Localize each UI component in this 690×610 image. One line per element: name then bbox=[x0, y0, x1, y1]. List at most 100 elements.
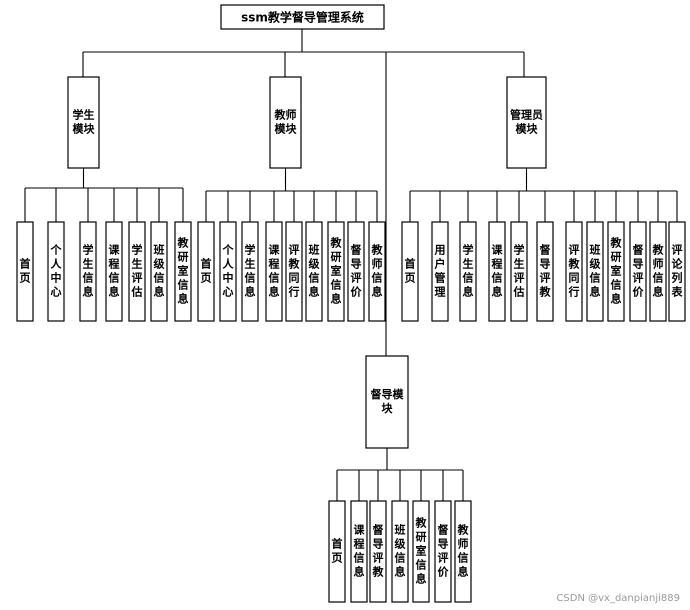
child-label-char: 个 bbox=[50, 243, 63, 257]
child-node: 首页 bbox=[401, 221, 419, 322]
child-label-char: 价 bbox=[633, 286, 645, 299]
child-label-char: 教 bbox=[457, 523, 470, 537]
child-label-char: 程 bbox=[354, 537, 365, 551]
system-title: ssm教学督导管理系统 bbox=[241, 10, 364, 25]
child-label-char: 息 bbox=[463, 285, 474, 299]
child-label-char: 导 bbox=[540, 258, 551, 271]
child-label-char: 息 bbox=[458, 565, 469, 579]
child-label-char: 息 bbox=[590, 285, 601, 299]
child-label-char: 评 bbox=[672, 244, 683, 257]
child-label-char: 班 bbox=[395, 523, 406, 537]
child-label-char: 息 bbox=[154, 285, 165, 299]
child-label-char: 页 bbox=[405, 272, 416, 285]
child-label-char: 信 bbox=[653, 271, 664, 285]
child-label-char: 评 bbox=[514, 272, 525, 285]
child-label-char: 信 bbox=[590, 271, 601, 285]
child-label-char: 生 bbox=[132, 257, 143, 271]
child-label-char: 研 bbox=[178, 251, 189, 264]
module-title: 教师 bbox=[274, 108, 297, 122]
child-label-char: 信 bbox=[245, 271, 256, 285]
child-label-char: 程 bbox=[492, 257, 503, 271]
module-admin: 管理员模块首页用户管理学生信息课程信息学生评估督导评教评教同行班级信息教研室信息… bbox=[401, 76, 686, 322]
child-label-char: 程 bbox=[109, 257, 120, 271]
child-label-char: 信 bbox=[309, 271, 320, 285]
child-label-char: 估 bbox=[513, 285, 525, 299]
child-label-char: 室 bbox=[331, 264, 342, 278]
child-label-char: 个 bbox=[222, 243, 235, 257]
child-label-char: 信 bbox=[83, 271, 94, 285]
child-label-char: 息 bbox=[245, 285, 256, 299]
child-label-char: 信 bbox=[372, 271, 383, 285]
connector-lines bbox=[24, 29, 678, 501]
child-label-char: 督 bbox=[540, 243, 551, 257]
child-label-char: 教 bbox=[330, 236, 343, 250]
child-label-char: 论 bbox=[672, 257, 684, 271]
child-label-char: 息 bbox=[611, 292, 622, 306]
child-label-char: 页 bbox=[201, 272, 212, 285]
child-label-char: 教 bbox=[568, 257, 581, 271]
child-label-char: 督 bbox=[438, 523, 449, 537]
child-label-char: 评 bbox=[438, 552, 449, 565]
module-title: 块 bbox=[382, 401, 394, 415]
child-label-char: 管 bbox=[435, 271, 446, 285]
child-label-char: 中 bbox=[51, 271, 62, 285]
child-label-char: 信 bbox=[331, 278, 342, 292]
module-title: 模块 bbox=[275, 122, 298, 136]
child-label-char: 息 bbox=[269, 285, 280, 299]
child-label-char: 首 bbox=[201, 257, 212, 271]
module-title: 督导模 bbox=[371, 387, 405, 401]
child-label-char: 教 bbox=[372, 565, 385, 579]
child-label-char: 中 bbox=[223, 271, 234, 285]
child-label-char: 课 bbox=[354, 523, 366, 537]
module-title: 模块 bbox=[73, 122, 96, 136]
child-label-char: 人 bbox=[223, 257, 235, 271]
child-label-char: 表 bbox=[671, 285, 684, 299]
child-label-char: 信 bbox=[269, 271, 280, 285]
child-label-char: 评 bbox=[373, 552, 384, 565]
child-label-char: 理 bbox=[435, 286, 446, 299]
child-label-char: 户 bbox=[435, 257, 446, 271]
child-label-char: 信 bbox=[458, 551, 469, 565]
child-label-char: 级 bbox=[394, 537, 407, 551]
child-label-char: 人 bbox=[51, 257, 63, 271]
child-label-char: 学 bbox=[132, 243, 143, 257]
child-label-char: 息 bbox=[395, 565, 406, 579]
child-label-char: 信 bbox=[395, 551, 406, 565]
child-label-char: 息 bbox=[372, 285, 383, 299]
child-label-char: 行 bbox=[288, 285, 300, 299]
child-label-char: 价 bbox=[438, 566, 450, 579]
child-label-char: 教 bbox=[610, 236, 623, 250]
child-label-char: 息 bbox=[416, 572, 427, 586]
child-label-char: 心 bbox=[223, 286, 234, 299]
child-label-char: 信 bbox=[416, 558, 427, 572]
child-label-char: 同 bbox=[569, 272, 580, 285]
child-label-char: 导 bbox=[438, 538, 449, 551]
child-label-char: 级 bbox=[589, 257, 602, 271]
child-label-char: 行 bbox=[568, 285, 580, 299]
child-label-char: 评 bbox=[289, 244, 300, 257]
child-label-char: 信 bbox=[178, 278, 189, 292]
module-title: 管理员 bbox=[510, 108, 543, 122]
child-label-char: 师 bbox=[372, 257, 383, 271]
child-label-char: 生 bbox=[463, 257, 474, 271]
child-label-char: 督 bbox=[351, 243, 362, 257]
child-node: 首页 bbox=[16, 221, 34, 322]
child-label-char: 息 bbox=[178, 292, 189, 306]
child-label-char: 师 bbox=[458, 537, 469, 551]
